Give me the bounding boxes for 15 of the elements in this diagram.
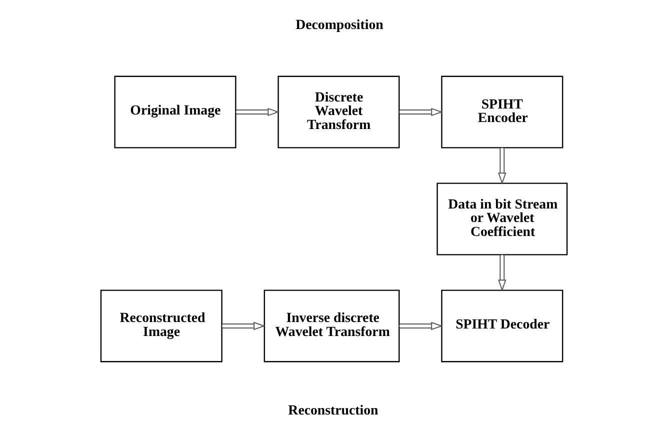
arrow: [398, 108, 444, 116]
arrow: [498, 147, 506, 184]
node-box: SPIHT Encoder: [441, 76, 564, 148]
label: Reconstruction: [288, 402, 378, 418]
node-box: Original Image: [114, 76, 236, 148]
node-box: Discrete Wavelet Transform: [278, 76, 400, 148]
label: Decomposition: [296, 17, 384, 32]
node-box: SPIHT Decoder: [441, 290, 564, 362]
node-box: Inverse discrete Wavelet Transform: [264, 290, 400, 362]
node-box: Reconstructed Image: [100, 290, 222, 362]
arrow: [235, 108, 280, 116]
arrow: [221, 322, 266, 330]
node-box: Data in bit Stream or Wavelet Coefficient: [436, 182, 568, 256]
arrow: [398, 322, 443, 330]
arrow: [498, 254, 506, 292]
